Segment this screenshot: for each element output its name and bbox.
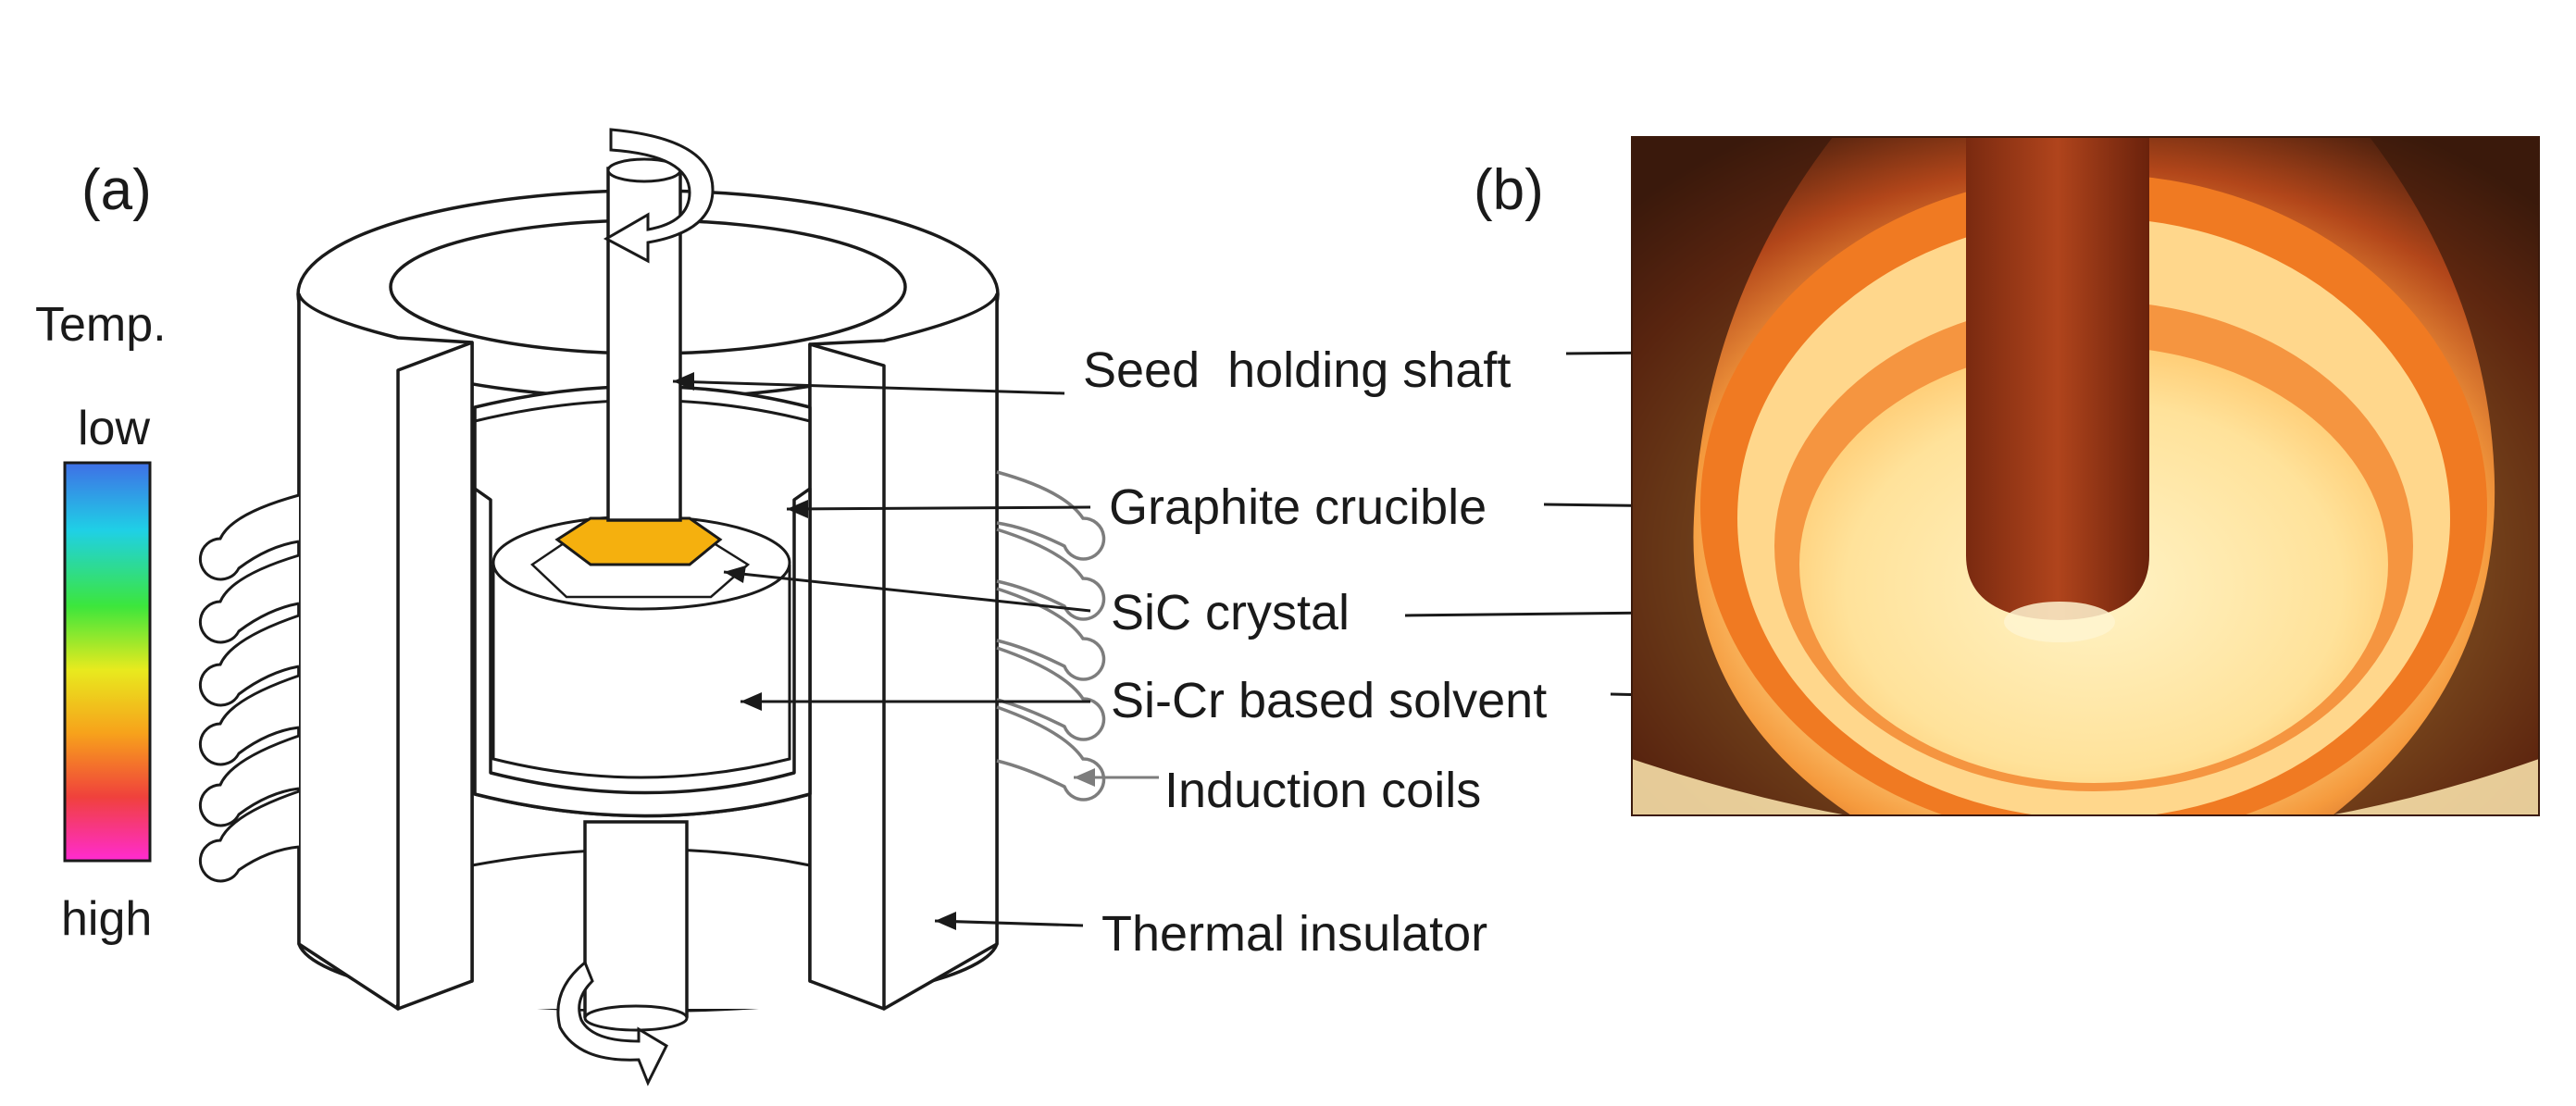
arrowhead-sic-crystal	[724, 565, 746, 583]
label-solvent: Si-Cr based solvent	[1111, 673, 1547, 728]
furnace-photograph	[1632, 137, 2539, 815]
photo-frame	[1631, 136, 2540, 816]
insulator-left-cut-face	[396, 341, 474, 1011]
bottom-support-shaft	[583, 820, 689, 1018]
coil-right-1	[996, 470, 1106, 561]
coil-left-3	[198, 614, 300, 707]
leader-seed-shaft	[672, 379, 1065, 395]
leader-graphite-crucible	[786, 505, 1091, 511]
solvent-body	[492, 565, 791, 779]
scale-title: Temp.	[35, 298, 167, 352]
bottom-rotation-arrow	[556, 960, 668, 1087]
coil-right-2	[996, 528, 1106, 621]
scale-high-label: high	[61, 892, 152, 946]
induction-coils-left	[198, 493, 300, 883]
arrowhead-thermal-insulator	[935, 912, 956, 930]
coil-right-3	[996, 587, 1106, 681]
temperature-color-bar	[63, 461, 152, 863]
sic-crystal	[554, 516, 723, 566]
label-sic-crystal: SiC crystal	[1111, 585, 1350, 640]
induction-coils-right	[996, 470, 1106, 802]
furnace-diagram	[198, 128, 1106, 1087]
photo-seed-shaft	[1966, 137, 2149, 620]
label-induction-coils: Induction coils	[1164, 763, 1481, 818]
arrowhead-solvent	[740, 692, 762, 711]
label-group: Seed holding shaft Graphite crucible SiC…	[672, 341, 2035, 962]
bottom-shaft-cap	[583, 1004, 689, 1032]
arrowhead-induction-coils	[1074, 768, 1095, 787]
photo-crystal-glow	[2004, 602, 2115, 642]
panel-b-label: (b)	[1474, 158, 1544, 222]
top-rotation-arrow	[603, 128, 715, 264]
arrowhead-graphite-crucible	[787, 500, 808, 518]
coil-left-4	[198, 674, 300, 766]
label-graphite-crucible: Graphite crucible	[1109, 479, 1487, 535]
graphite-crucible-wall	[473, 487, 812, 818]
label-seed-shaft: Seed holding shaft	[1083, 342, 1511, 398]
coil-right-4	[996, 646, 1106, 741]
leader-sic-crystal	[723, 570, 1091, 613]
photo-dark-left	[1632, 137, 1851, 815]
scale-low-label: low	[78, 402, 150, 455]
coil-left-6	[198, 789, 300, 883]
label-thermal-insulator: Thermal insulator	[1101, 906, 1487, 962]
leader-thermal-insulator	[934, 919, 1084, 927]
temperature-scale: Temp. low high	[35, 298, 167, 946]
coil-left-2	[198, 553, 300, 644]
coil-right-5	[996, 705, 1106, 802]
coil-left-1	[198, 493, 300, 581]
panel-a-label: (a)	[81, 158, 152, 222]
photo-dark-right	[2333, 137, 2539, 815]
insulator-right-cut-face	[808, 342, 886, 1011]
arrowhead-seed-shaft	[673, 372, 694, 391]
photo-bottom-glow	[1632, 759, 2539, 815]
coil-left-5	[198, 734, 300, 827]
